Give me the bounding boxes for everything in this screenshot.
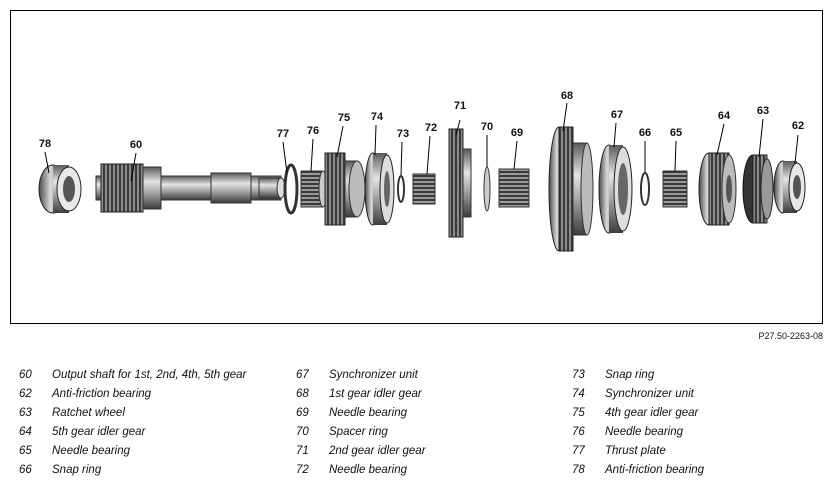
callout-75: 75	[337, 112, 351, 124]
legend-item: 68 1st gear idler gear	[296, 388, 426, 407]
legend-item: 60 Output shaft for 1st, 2nd, 4th, 5th ge…	[19, 369, 246, 388]
needle-bearing-65	[662, 170, 688, 208]
legend-number: 62	[19, 388, 32, 400]
gear-64	[698, 152, 737, 226]
callout-69: 69	[510, 127, 524, 139]
legend-number: 67	[296, 369, 309, 381]
spacer-ring-70	[483, 166, 491, 212]
legend-item: 69 Needle bearing	[296, 407, 426, 426]
legend-item: 63 Ratchet wheel	[19, 407, 246, 426]
legend-number: 78	[572, 464, 585, 476]
legend-item: 76 Needle bearing	[572, 426, 704, 445]
legend-text: 4th gear idler gear	[605, 407, 699, 419]
callout-74: 74	[370, 111, 384, 123]
bearing-62	[773, 160, 806, 214]
legend-item: 75 4th gear idler gear	[572, 407, 704, 426]
legend-item: 66 Snap ring	[19, 464, 246, 483]
legend-number: 70	[296, 426, 309, 438]
callout-72: 72	[424, 122, 438, 134]
exploded-drawing	[38, 102, 806, 252]
callout-78: 78	[38, 138, 52, 150]
legend-item: 65 Needle bearing	[19, 445, 246, 464]
legend-text: Spacer ring	[329, 426, 388, 438]
legend-text: 5th gear idler gear	[52, 426, 146, 438]
legend-text: Anti-friction bearing	[605, 464, 705, 476]
legend-number: 65	[19, 445, 32, 457]
leader-lines	[44, 102, 799, 182]
callout-63: 63	[756, 105, 770, 117]
synchronizer-67	[598, 144, 633, 234]
legend-number: 69	[296, 407, 309, 419]
legend-text: Synchronizer unit	[605, 388, 694, 400]
legend-number: 76	[572, 426, 585, 438]
legend-number: 66	[19, 464, 32, 476]
callout-62: 62	[791, 120, 805, 132]
needle-bearing-76	[300, 170, 328, 208]
legend-text: Ratchet wheel	[52, 407, 125, 419]
snap-ring-73	[397, 175, 405, 203]
thrust-plate-77	[283, 163, 299, 215]
gear-68	[548, 126, 594, 252]
legend-number: 71	[296, 445, 309, 457]
callout-73: 73	[396, 128, 410, 140]
needle-bearing-72	[412, 173, 436, 205]
legend-text: Thrust plate	[605, 445, 666, 457]
callout-60: 60	[129, 139, 143, 151]
legend-item: 62 Anti-friction bearing	[19, 388, 246, 407]
legend-text: 1st gear idler gear	[329, 388, 422, 400]
legend-text: Anti-friction bearing	[52, 388, 152, 400]
callout-64: 64	[717, 110, 731, 122]
legend-text: Needle bearing	[52, 445, 131, 457]
callout-66: 66	[638, 127, 652, 139]
legend-text: Output shaft for 1st, 2nd, 4th, 5th gear	[52, 369, 247, 381]
legend-item: 71 2nd gear idler gear	[296, 445, 426, 464]
exploded-view-frame: 78 60 77 76 75 74 73 72 71 70 69 68 67 6…	[10, 10, 823, 324]
callout-68: 68	[560, 90, 574, 102]
callout-77: 77	[276, 128, 290, 140]
legend-number: 72	[296, 464, 309, 476]
legend-item: 70 Spacer ring	[296, 426, 426, 445]
figure-reference: P27.50-2263-08	[758, 331, 823, 341]
synchronizer-74	[364, 152, 395, 226]
legend-column-2: 67 Synchronizer unit 68 1st gear idler gea…	[296, 369, 426, 483]
legend-column-1: 60 Output shaft for 1st, 2nd, 4th, 5th ge…	[19, 369, 246, 483]
legend-number: 75	[572, 407, 585, 419]
legend-text: Needle bearing	[329, 464, 408, 476]
needle-bearing-69	[498, 168, 530, 208]
legend-item: 78 Anti-friction bearing	[572, 464, 704, 483]
legend-text: 2nd gear idler gear	[329, 445, 426, 457]
legend-number: 60	[19, 369, 32, 381]
callout-65: 65	[669, 127, 683, 139]
legend-number: 77	[572, 445, 585, 457]
legend-item: 74 Synchronizer unit	[572, 388, 704, 407]
legend-item: 72 Needle bearing	[296, 464, 426, 483]
legend-text: Needle bearing	[329, 407, 408, 419]
legend-number: 63	[19, 407, 32, 419]
legend-number: 73	[572, 369, 585, 381]
callout-71: 71	[453, 100, 467, 112]
legend-number: 64	[19, 426, 32, 438]
legend-item: 73 Snap ring	[572, 369, 704, 388]
ratchet-wheel-63	[742, 154, 774, 224]
legend-text: Snap ring	[605, 369, 655, 381]
legend-text: Needle bearing	[605, 426, 684, 438]
gear-71	[448, 128, 472, 238]
legend-number: 74	[572, 388, 585, 400]
bearing-78	[38, 164, 82, 214]
legend-column-3: 73 Snap ring 74 Synchronizer unit 75 4th ge…	[572, 369, 704, 483]
output-shaft-60	[95, 163, 286, 213]
callout-67: 67	[610, 109, 624, 121]
legend-text: Synchronizer unit	[329, 369, 418, 381]
legend-number: 68	[296, 388, 309, 400]
snap-ring-66	[640, 172, 650, 206]
callout-76: 76	[306, 125, 320, 137]
legend-item: 67 Synchronizer unit	[296, 369, 426, 388]
legend-item: 64 5th gear idler gear	[19, 426, 246, 445]
callout-70: 70	[480, 121, 494, 133]
legend-item: 77 Thrust plate	[572, 445, 704, 464]
legend-text: Snap ring	[52, 464, 102, 476]
gear-75	[324, 152, 366, 226]
